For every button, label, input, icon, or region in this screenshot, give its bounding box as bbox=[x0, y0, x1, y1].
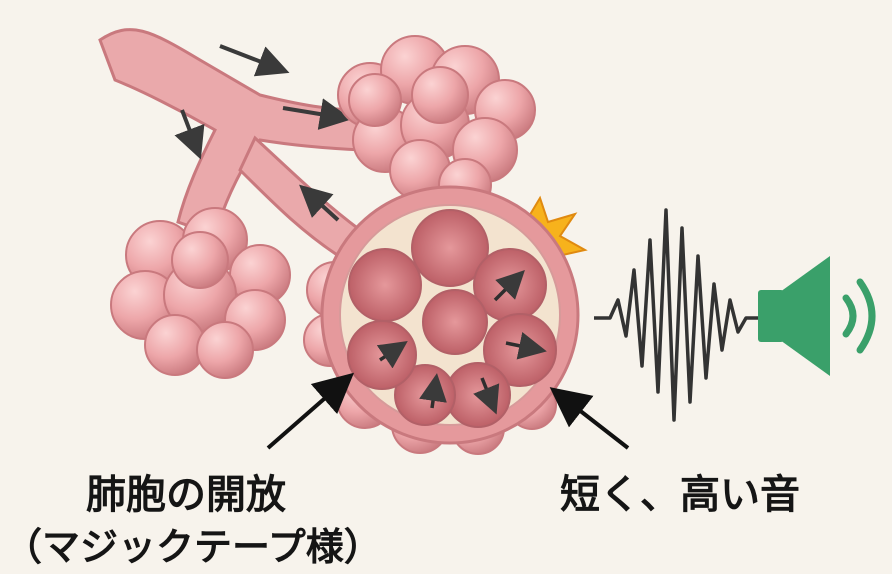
alveolar-cluster-left bbox=[111, 208, 290, 378]
pointer-arrow-alveoli bbox=[268, 378, 348, 448]
alveolar-chamber bbox=[348, 321, 416, 389]
pointer-arrow-sound bbox=[556, 392, 628, 448]
alveolar-chamber bbox=[423, 290, 487, 354]
speaker-icon bbox=[758, 256, 872, 376]
airflow-arrow bbox=[220, 46, 282, 70]
alveolar-cluster-top bbox=[338, 36, 535, 211]
short-high-sound-label: 短く、高い音 bbox=[560, 462, 800, 520]
velcro-like-label: （マジックテープ様） bbox=[4, 516, 382, 571]
alveolar-chamber bbox=[349, 249, 421, 321]
sound-wave-icon bbox=[594, 210, 758, 420]
alveoli-opening-label: 肺胞の開放 bbox=[86, 462, 286, 520]
